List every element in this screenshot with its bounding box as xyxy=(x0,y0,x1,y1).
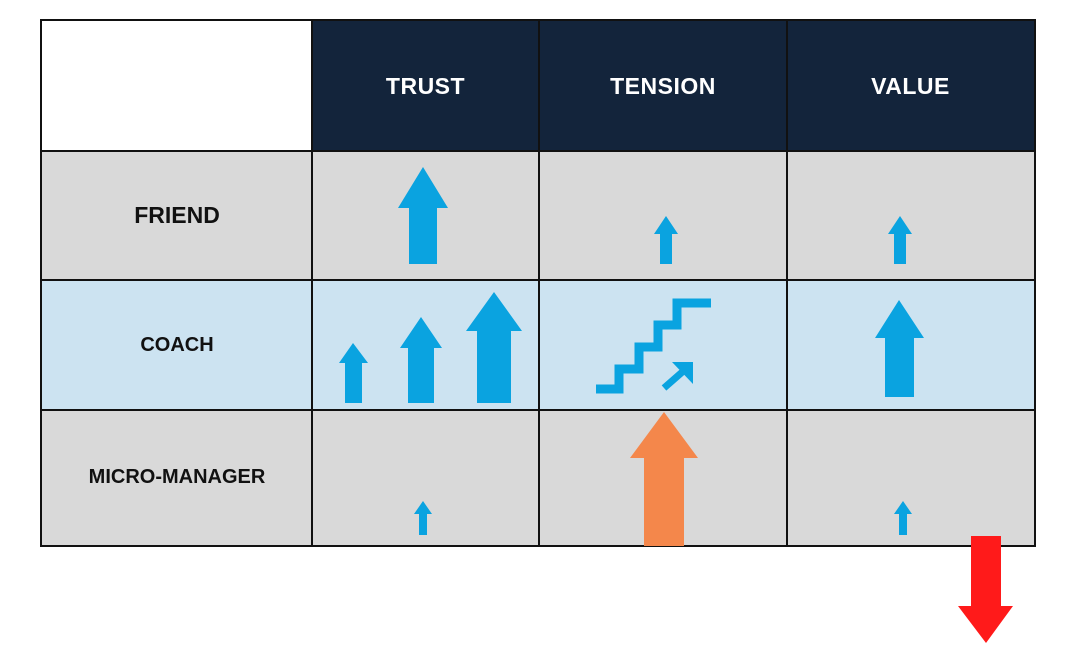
divider xyxy=(786,21,788,545)
header-trust: TRUST xyxy=(312,21,539,151)
header-tension: TENSION xyxy=(539,21,787,151)
row-label-micro-manager: MICRO-MANAGER xyxy=(88,466,266,488)
row-label-friend: FRIEND xyxy=(134,202,220,228)
corner-cell xyxy=(42,21,312,151)
divider xyxy=(538,21,540,545)
row-label-coach: COACH xyxy=(140,333,214,356)
divider xyxy=(42,409,1034,411)
header-value: VALUE xyxy=(787,21,1034,151)
divider xyxy=(42,150,1034,152)
divider xyxy=(42,279,1034,281)
comparison-table: TRUST TENSION VALUE FRIEND COACH MICRO-M… xyxy=(40,19,1036,547)
divider xyxy=(311,21,313,545)
